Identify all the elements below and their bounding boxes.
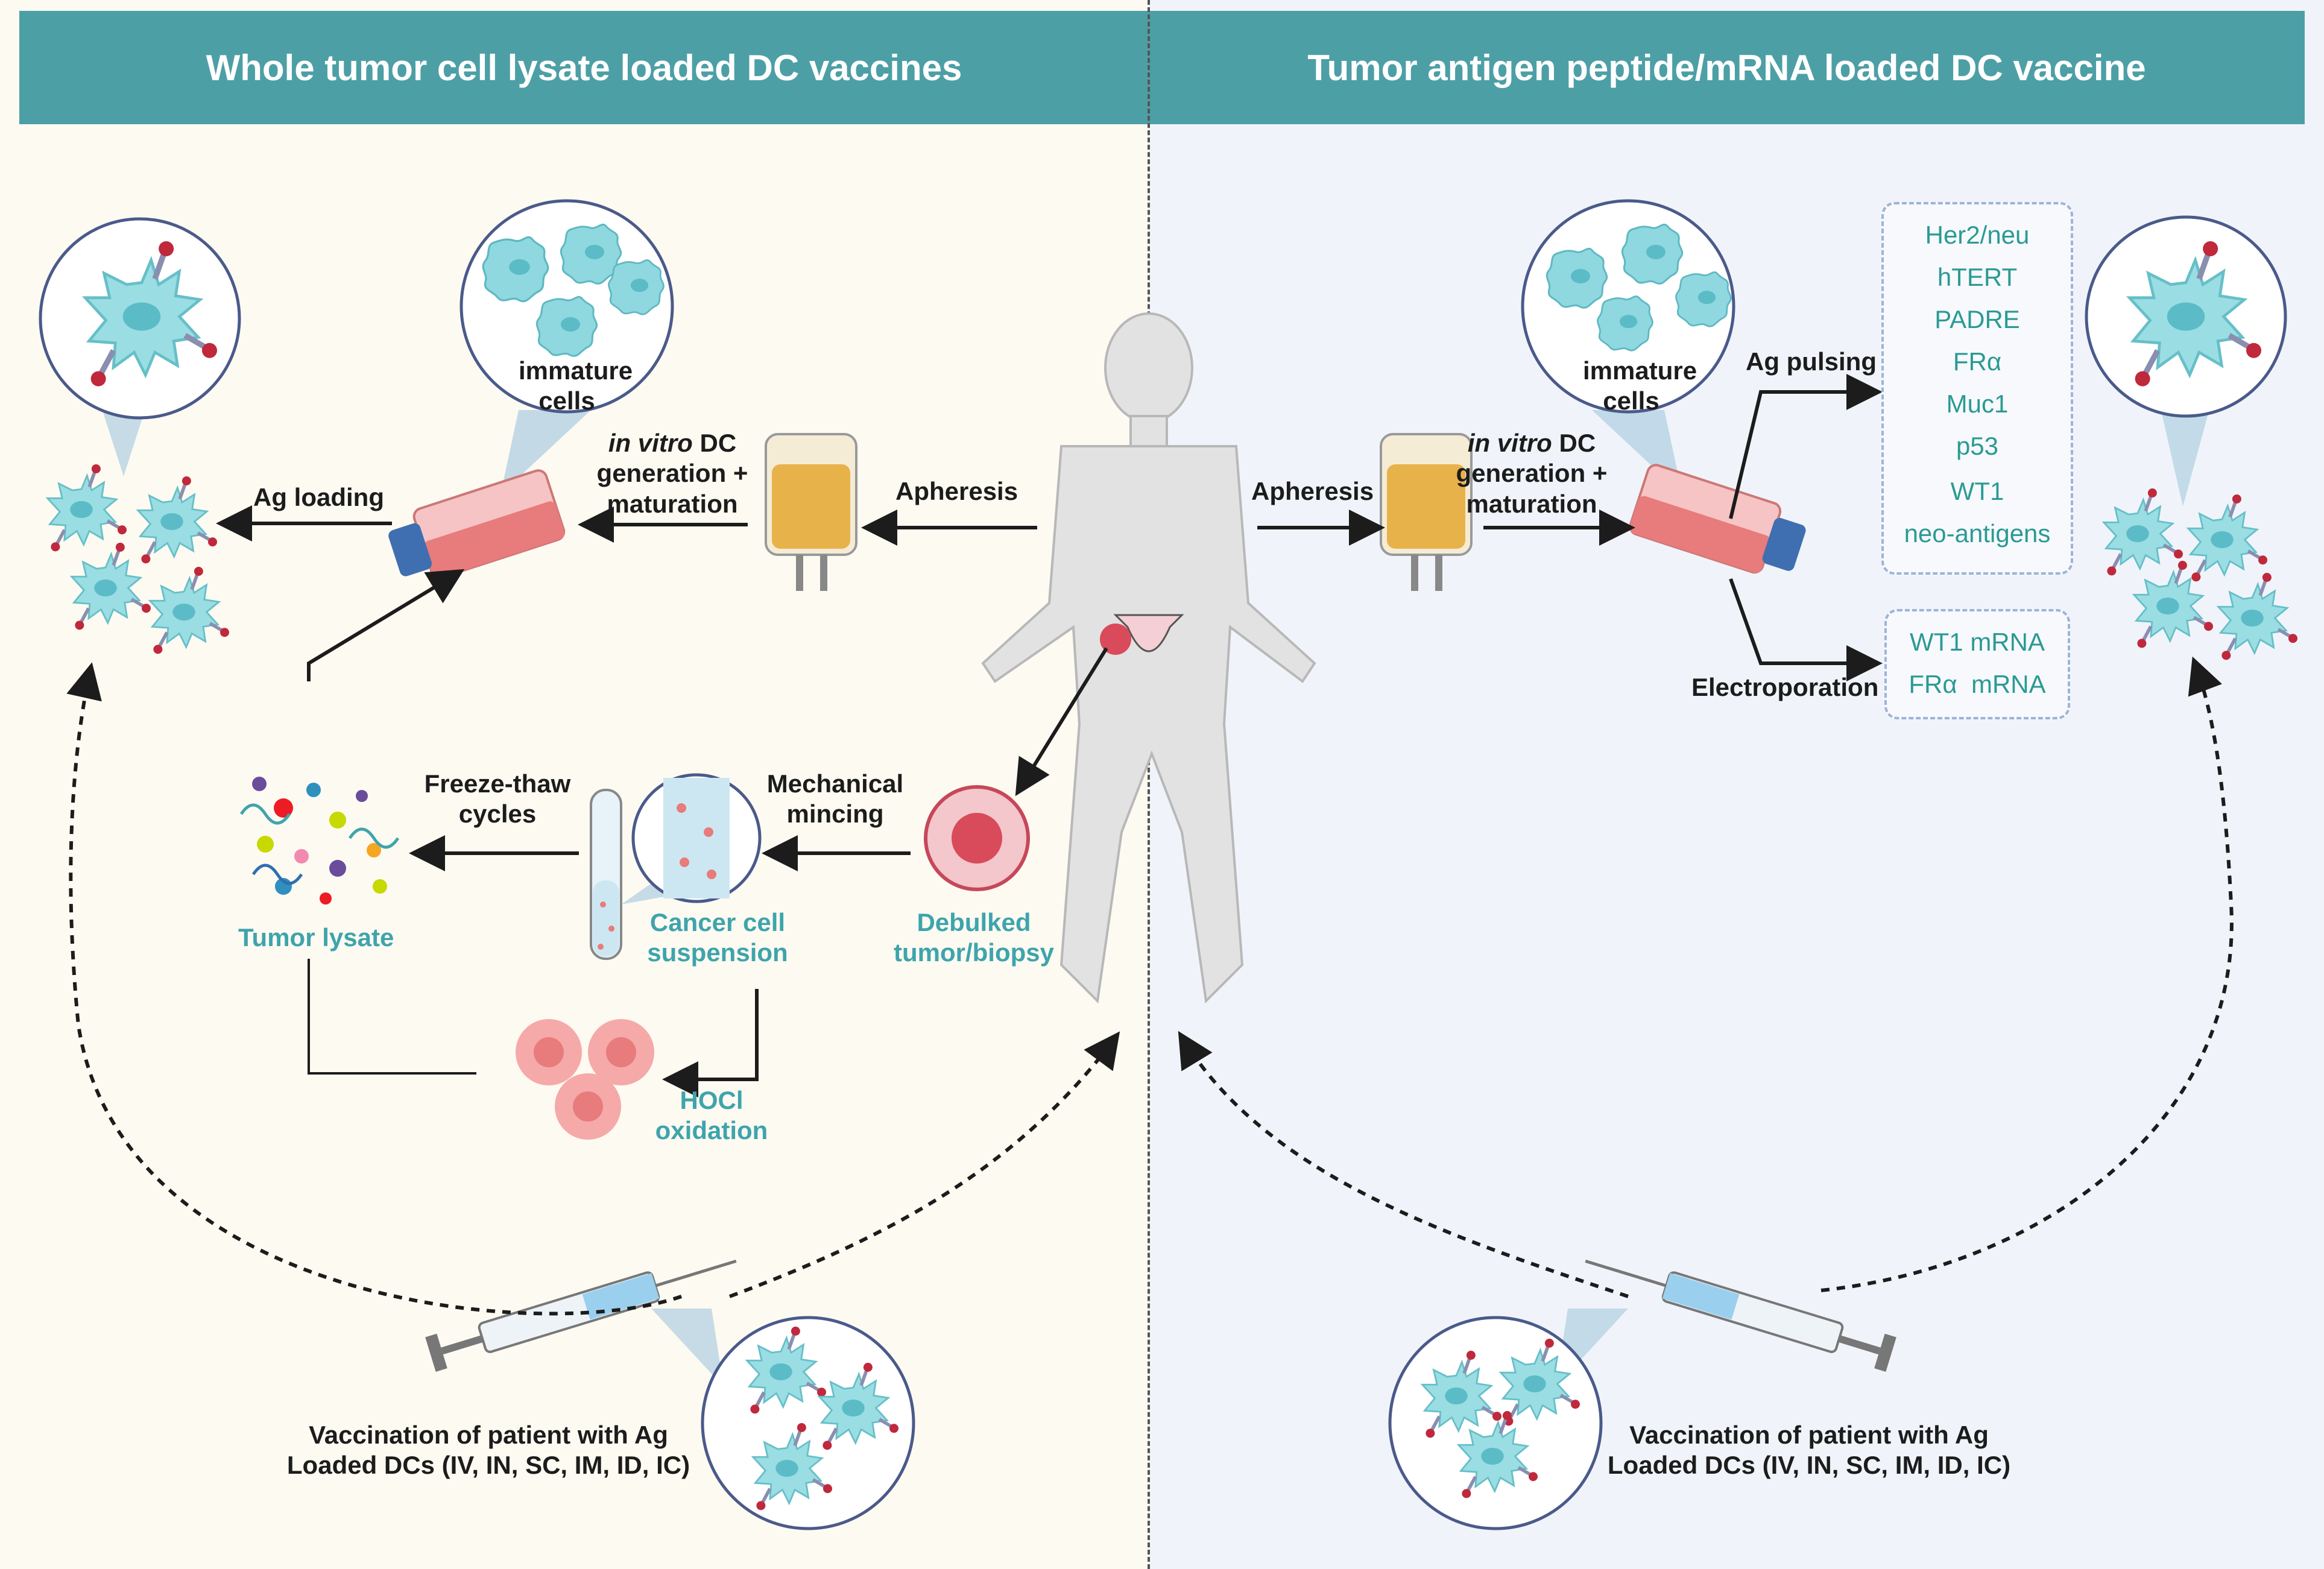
apheresis-bag-left xyxy=(765,433,857,591)
loaded-dc-cluster-left xyxy=(48,464,229,654)
hocl-oxidized-cells xyxy=(516,1019,654,1140)
antigen-padre: PADRE xyxy=(1934,305,2020,333)
culture-flask-right xyxy=(1629,464,1806,574)
immature-cells-label-right: immature cells xyxy=(1583,356,1697,415)
tumor-lysate-icon xyxy=(239,777,400,904)
apheresis-bag-right xyxy=(1380,433,1473,591)
antigen-muc1: Muc1 xyxy=(1946,390,2009,418)
antigen-her2-neu: Her2/neu xyxy=(1925,221,2030,249)
arrow-hocl xyxy=(662,989,759,1097)
peptide-antigen-box xyxy=(1881,202,2073,575)
cancer-cell-tube xyxy=(590,773,762,960)
hocl-oxidation-label: HOCl oxidation xyxy=(655,1086,768,1145)
debulked-tumor-icon xyxy=(924,785,1030,891)
immature-cells-zoom-circle-left xyxy=(459,199,674,494)
right-panel-header: Tumor antigen peptide/mRNA loaded DC vac… xyxy=(1149,11,2305,124)
arrow-to-debulked xyxy=(1015,647,1108,797)
panel-divider xyxy=(1148,0,1150,1569)
dashed-arrow-left-loop xyxy=(66,662,682,1316)
antigen-htert: hTERT xyxy=(1937,263,2018,291)
culture-flask-left xyxy=(388,469,566,579)
antigen-wt1: WT1 xyxy=(1950,477,2004,505)
vaccine-zoom-circle-right xyxy=(1388,1309,1628,1530)
in-vitro-italic-right: in vitro xyxy=(1467,429,1552,457)
arrow-ag-pulsing xyxy=(1729,374,1883,519)
immature-cells-zoom-circle-right xyxy=(1521,199,1735,494)
syringe-right xyxy=(1585,1259,1896,1372)
uterus-icon xyxy=(1100,614,1184,655)
cancer-cell-suspension-label: Cancer cell suspension xyxy=(647,908,788,967)
debulked-tumor-label: Debulked tumor/biopsy xyxy=(893,908,1054,967)
vaccination-label-right: Vaccination of patient with Ag Loaded DC… xyxy=(1607,1421,2011,1480)
ag-loading-label: Ag loading xyxy=(253,483,384,511)
apheresis-label-left: Apheresis xyxy=(895,477,1018,505)
vaccination-label-left: Vaccination of patient with Ag Loaded DC… xyxy=(286,1421,690,1480)
antigen-p53: p53 xyxy=(1956,432,1999,460)
left-panel-header: Whole tumor cell lysate loaded DC vaccin… xyxy=(19,11,1149,124)
in-vitro-label-left: in vitro DC generation + maturation xyxy=(594,428,751,519)
apheresis-label-right: Apheresis xyxy=(1251,477,1374,505)
flow-arrows xyxy=(216,374,1883,1097)
in-vitro-italic-left: in vitro xyxy=(608,429,693,457)
tumor-lysate-label: Tumor lysate xyxy=(238,923,394,952)
human-body-figure xyxy=(981,312,1316,1004)
in-vitro-rest-left: DC generation + maturation xyxy=(596,429,748,518)
antigen-neo-antigens: neo-antigens xyxy=(1904,519,2051,548)
dashed-arrow-right-loop xyxy=(1820,656,2234,1292)
antigen-fra-mrna: FRα mRNA xyxy=(1909,670,2046,698)
in-vitro-rest-right: DC generation + maturation xyxy=(1456,429,1608,518)
vaccine-zoom-circle-left xyxy=(651,1309,915,1530)
loaded-dc-zoom-circle-right xyxy=(2085,215,2287,507)
dashed-return-arrows xyxy=(66,656,2234,1316)
antigen-fra: FRα xyxy=(1953,347,2002,376)
in-vitro-label-right: in vitro DC generation + maturation xyxy=(1453,428,1610,519)
mrna-antigen-box xyxy=(1884,609,2070,719)
loaded-dc-cluster-right xyxy=(2104,488,2297,660)
arrow-electroporation xyxy=(1729,578,1883,681)
antigen-wt1-mrna: WT1 mRNA xyxy=(1910,628,2045,656)
electroporation-label: Electroporation xyxy=(1691,673,1879,701)
dashed-arrow-to-patient-left xyxy=(728,1031,1120,1298)
immature-cells-label-left: immature cells xyxy=(519,356,633,415)
ag-pulsing-label: Ag pulsing xyxy=(1746,347,1877,376)
mechanical-mincing-label: Mechanical mincing xyxy=(766,769,904,829)
arrow-lysate-to-flask xyxy=(307,569,465,681)
plain-connectors xyxy=(308,959,476,1075)
loaded-dc-zoom-circle xyxy=(39,217,241,476)
freeze-thaw-label: Freeze-thaw cycles xyxy=(424,769,571,829)
dashed-arrow-to-patient-right xyxy=(1178,1031,1629,1298)
